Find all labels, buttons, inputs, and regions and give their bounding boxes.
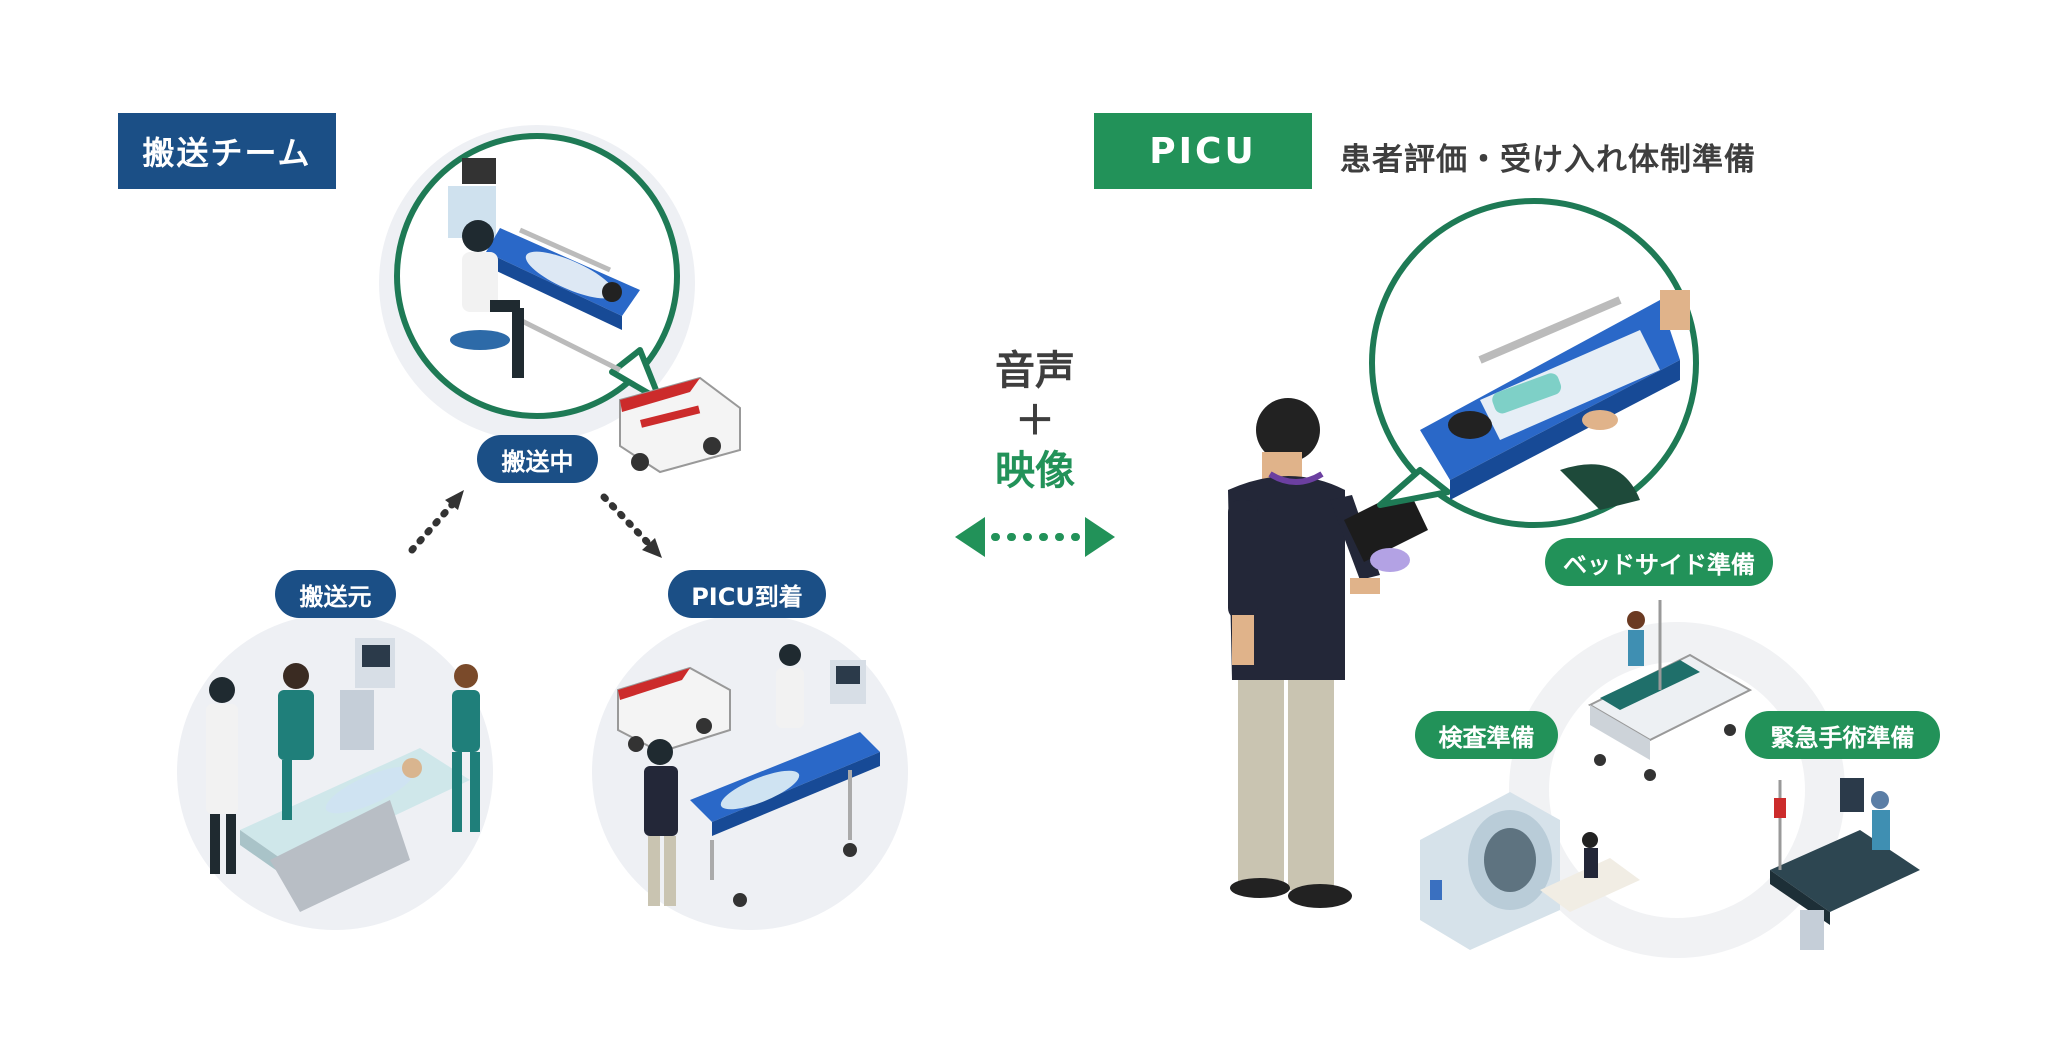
bedside-bed-icon xyxy=(1587,600,1753,781)
picu-subtitle: 患者評価・受け入れ体制準備 xyxy=(1340,142,1756,178)
surgery-table-icon xyxy=(1770,778,1920,950)
picu-staff-figure xyxy=(1228,398,1428,908)
transport-team-header: 搬送チーム xyxy=(118,113,336,189)
plus-sign: ＋ xyxy=(1015,398,1055,444)
preparation-ring xyxy=(1509,622,1845,958)
bidirectional-arrow xyxy=(955,517,1115,557)
mri-scanner-icon xyxy=(1420,792,1640,950)
tablet-view-bubble xyxy=(1369,198,1699,528)
bedside-prep-label: ベッドサイド準備 xyxy=(1545,538,1773,586)
audio-label: 音声 xyxy=(995,348,1075,394)
in-transit-bubble xyxy=(379,125,695,441)
in-transit-label: 搬送中 xyxy=(477,435,598,483)
flow-arrows xyxy=(408,490,662,558)
origin-label: 搬送元 xyxy=(275,570,396,618)
video-label: 映像 xyxy=(995,448,1075,494)
surgery-prep-label: 緊急手術準備 xyxy=(1745,711,1940,759)
picu-arrival-label: PICU到着 xyxy=(668,570,826,618)
picu-arrival-bubble xyxy=(592,614,908,930)
ambulance-icon xyxy=(619,376,741,474)
picu-header: PICU xyxy=(1094,113,1312,189)
origin-bubble xyxy=(177,614,493,930)
exam-prep-label: 検査準備 xyxy=(1415,711,1558,759)
